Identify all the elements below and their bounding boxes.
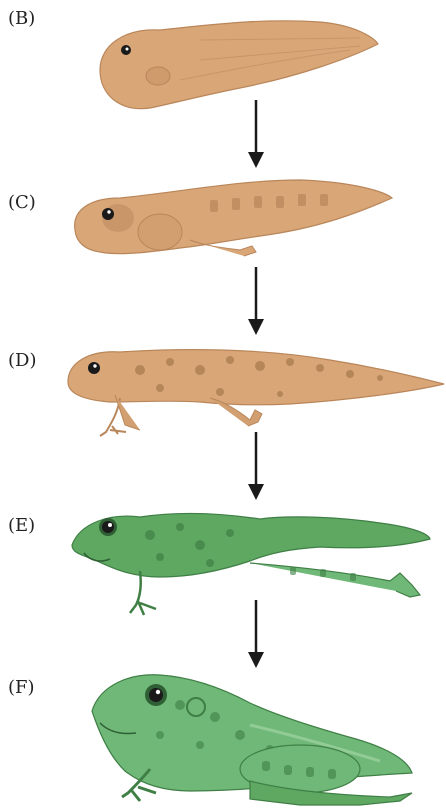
stage-b: (B) [0, 0, 446, 120]
tadpole-stage-b-illustration [0, 0, 446, 120]
tadpole-stage-c-illustration [0, 170, 446, 270]
arrow-c-to-d [244, 267, 268, 335]
tadpole-stage-d-illustration [0, 340, 446, 445]
stage-f: (F) [0, 665, 446, 809]
arrow-e-to-f [244, 600, 268, 668]
arrow-b-to-c [244, 100, 268, 168]
stage-e: (E) [0, 505, 446, 625]
froglet-stage-e-illustration [0, 505, 446, 625]
arrow-d-to-e [244, 432, 268, 500]
adult-frog-stage-f-illustration [0, 665, 446, 809]
stage-d: (D) [0, 340, 446, 445]
stage-c: (C) [0, 170, 446, 270]
